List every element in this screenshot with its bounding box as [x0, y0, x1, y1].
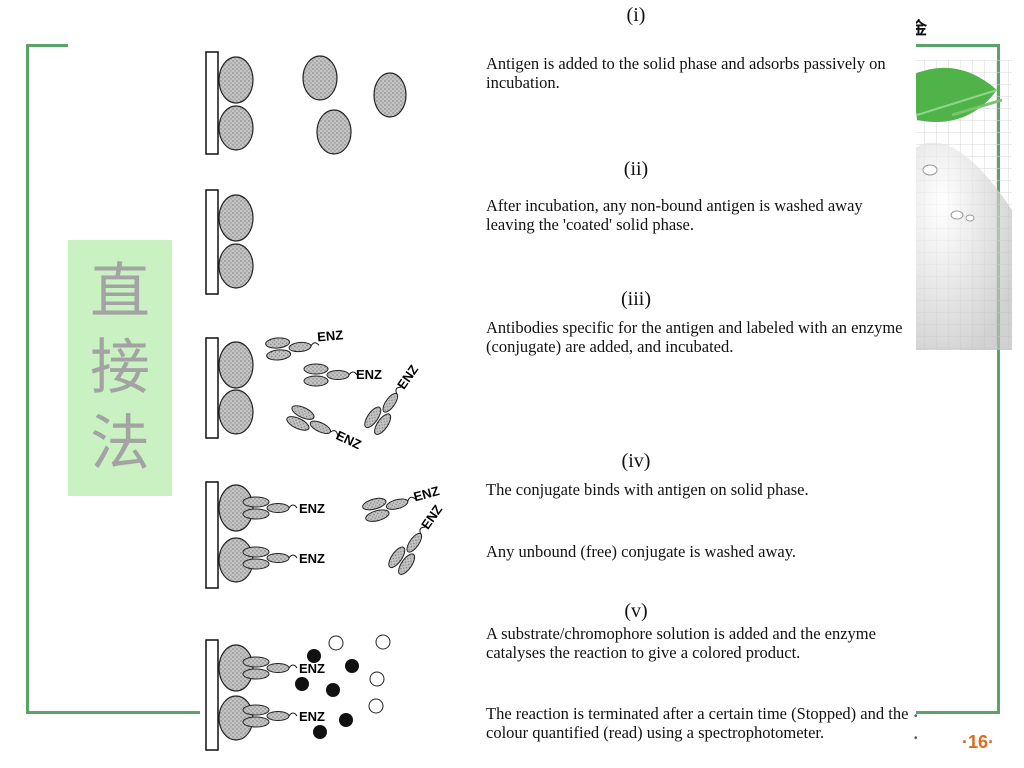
step-4-label: (iv): [621, 450, 651, 472]
side-title-text: 直 接 法: [68, 254, 172, 482]
step-2-label: (ii): [623, 158, 649, 180]
antigen: [373, 72, 407, 118]
antigen: [316, 109, 352, 155]
side-title-char-1: 直: [90, 257, 150, 327]
frame-top-left: [26, 44, 68, 47]
enz-label: ENZ: [299, 551, 325, 566]
enz-label: ENZ: [412, 483, 441, 504]
enz-label: ENZ: [356, 367, 382, 382]
step-4-description-2: Any unbound (free) conjugate is washed a…: [486, 542, 797, 561]
side-title-char-2: 接: [90, 333, 150, 403]
step-5-label: (v): [624, 600, 648, 622]
step-5-graphic: ENZ ENZ: [205, 634, 391, 751]
decorative-dots: ••: [914, 711, 918, 744]
step-2-graphic: [205, 189, 254, 295]
side-title-char-3: 法: [90, 409, 150, 479]
antigen: [218, 105, 254, 151]
leaf-decoration: [912, 60, 1012, 350]
page-number: ·16·: [962, 732, 995, 752]
enz-label: ENZ: [317, 327, 344, 344]
antigen: [302, 55, 338, 101]
step-4-graphic: ENZ ENZ ENZ ENZ: [205, 481, 445, 589]
enz-label: ENZ: [299, 661, 325, 676]
step-4-description: The conjugate binds with antigen on soli…: [486, 480, 809, 499]
step-1-description: Antigen is added to the solid phase and …: [486, 54, 886, 92]
step-2-description: After incubation, any non-bound antigen …: [486, 196, 863, 234]
frame-left: [26, 44, 29, 714]
step-5-description-2: The reaction is terminated after a certa…: [486, 704, 909, 742]
step-3-graphic: ENZ ENZ ENZ ENZ: [205, 327, 421, 453]
side-title-box: 直 接 法: [68, 240, 172, 496]
antigen: [218, 56, 254, 104]
frame-top-right: [912, 44, 1000, 47]
step-1-graphic: [205, 51, 407, 155]
step-3-description: Antibodies specific for the antigen and …: [486, 318, 903, 356]
frame-bottom-left: [26, 711, 206, 714]
enz-label: ENZ: [299, 501, 325, 516]
step-1-label: (i): [626, 4, 646, 26]
frame-right: [997, 44, 1000, 714]
elisa-diagram: ENZ ENZ ENZ ENZ: [205, 51, 445, 751]
frame-bottom-right: [916, 711, 1000, 714]
enz-label: ENZ: [334, 428, 364, 453]
enz-label: ENZ: [299, 709, 325, 724]
step-5-description: A substrate/chromophore solution is adde…: [486, 624, 876, 662]
step-3-label: (iii): [621, 288, 651, 310]
